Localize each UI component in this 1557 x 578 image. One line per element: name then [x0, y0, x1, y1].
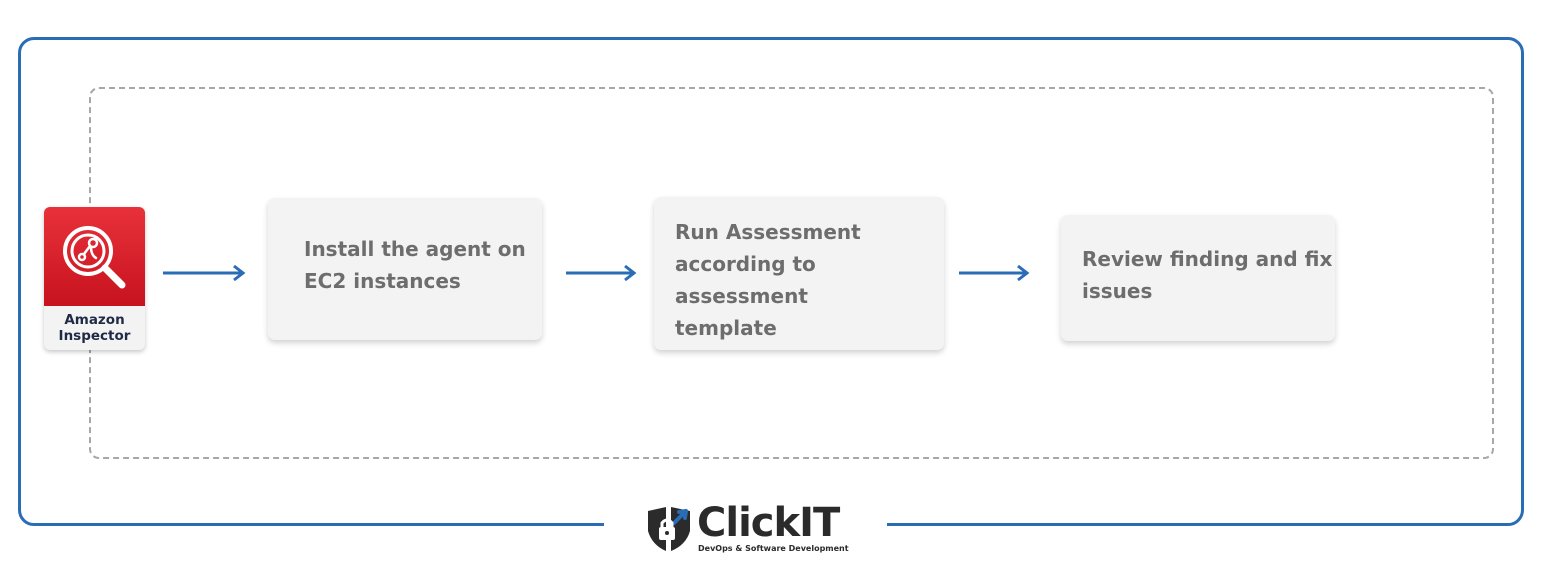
- logo-wordmark: ClickIT: [697, 500, 840, 546]
- inspector-magnifier-icon: [63, 226, 126, 289]
- service-label: Amazon Inspector: [44, 312, 145, 344]
- clickit-logo: ClickIT DevOps & Software Development: [644, 500, 849, 557]
- step-line: issues: [1082, 279, 1153, 303]
- service-name-line2: Inspector: [58, 328, 131, 344]
- step-text: Install the agent on EC2 instances: [304, 233, 526, 297]
- service-icon-tile: [44, 207, 145, 306]
- step-line: EC2 instances: [304, 269, 461, 293]
- step-line: template: [675, 316, 777, 340]
- step-line: according to assessment: [675, 252, 816, 308]
- step-install-agent: Install the agent on EC2 instances: [268, 198, 542, 340]
- step-text: Run Assessment according to assessment t…: [675, 216, 944, 344]
- flow-arrow-1: [163, 264, 246, 282]
- flow-arrow-2: [566, 264, 637, 282]
- logo-tagline: DevOps & Software Development: [698, 544, 849, 553]
- shield-lock-icon: [648, 507, 690, 551]
- step-text: Review finding and fix issues: [1082, 243, 1332, 307]
- amazon-inspector-node: Amazon Inspector: [44, 207, 145, 350]
- step-line: Review finding and fix: [1082, 247, 1333, 271]
- step-review-findings: Review finding and fix issues: [1061, 215, 1335, 341]
- step-line: Install the agent on: [304, 237, 526, 261]
- service-name-line1: Amazon: [64, 312, 125, 328]
- step-run-assessment: Run Assessment according to assessment t…: [654, 197, 944, 350]
- step-line: Run Assessment: [675, 220, 861, 244]
- flow-arrow-3: [959, 264, 1030, 282]
